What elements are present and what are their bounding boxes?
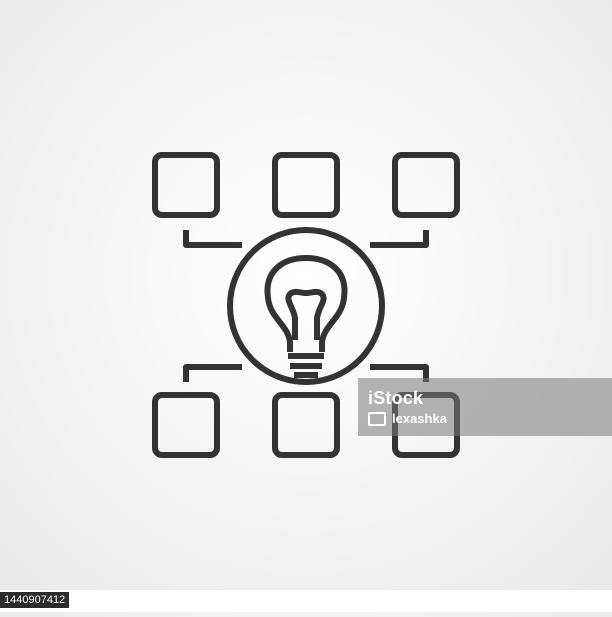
watermark-credit: lexashka <box>392 411 447 426</box>
circle-frame-icon <box>227 227 385 385</box>
lightbulb-icon <box>264 255 348 378</box>
watermark-content: iStock lexashka <box>368 388 447 426</box>
connector-icon <box>183 230 242 248</box>
square-icon <box>272 392 340 458</box>
watermark-credit-row: lexashka <box>368 411 447 426</box>
camera-icon <box>368 411 386 426</box>
square-icon <box>392 152 460 218</box>
watermark-brand: iStock <box>368 388 424 408</box>
square-icon <box>272 152 340 218</box>
connector-icon <box>370 230 429 248</box>
footer-bar <box>0 590 612 612</box>
watermark-badge: iStock lexashka <box>358 378 612 436</box>
connector-icon <box>183 364 242 382</box>
square-icon <box>152 152 220 218</box>
square-icon <box>152 392 220 458</box>
image-id-label: 1440907412 <box>0 592 70 608</box>
connector-icon <box>370 364 429 382</box>
